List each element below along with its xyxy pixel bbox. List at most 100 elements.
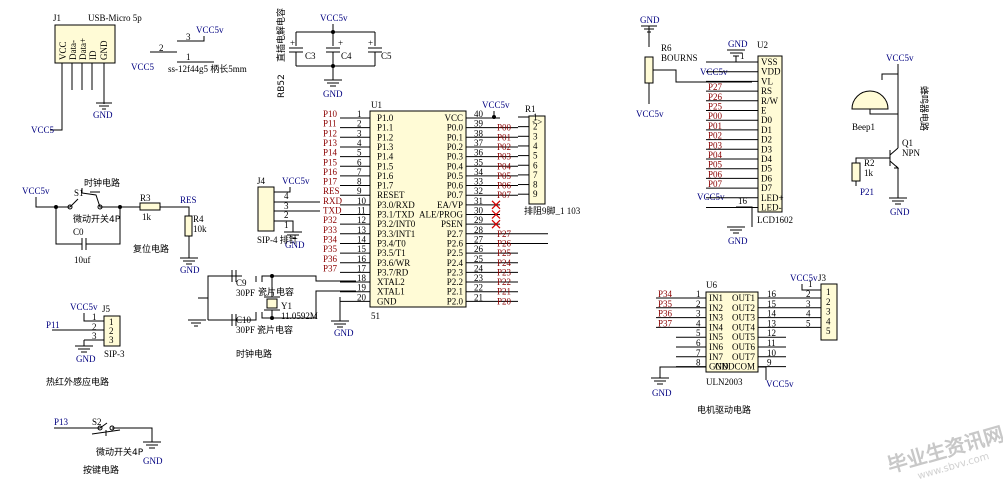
u1-pin-name-right: P2.2	[447, 277, 463, 287]
reset-net: RES	[180, 195, 197, 205]
r1-pin-num: 6	[533, 160, 538, 170]
u1-net-right: P00	[497, 123, 512, 133]
u1-vcc: VCC5v	[482, 100, 510, 110]
uln-gnd: GND	[652, 388, 672, 398]
uln-out-name: OUT3	[732, 313, 755, 323]
u1-net-left: P15	[323, 157, 338, 167]
r1-pin-num: 7	[533, 170, 538, 180]
u1-pin-num-left: 18	[357, 273, 367, 283]
u1-body	[369, 110, 467, 308]
lcd-vcc-led: VCC5v	[697, 192, 725, 202]
u1-pin-num-right: 31	[474, 196, 483, 206]
ir-sensor: VCC5v J5 P11 1 2 3 1 2 3 GND SIP-3 热红外感应…	[46, 302, 125, 388]
u1-pin-name-right: P2.1	[447, 287, 463, 297]
uln-out-num: 10	[767, 348, 777, 358]
u1-pin-name-left: P3.4/T0	[377, 238, 406, 248]
u1-net-left: TXD	[323, 206, 342, 216]
lcd-pin-name: D1	[761, 125, 772, 135]
j4-pin2-num: 2	[284, 210, 289, 220]
uln-out-num: 13	[767, 318, 777, 328]
r1-pin-num: 8	[533, 180, 538, 190]
y1-ref: Y1	[281, 301, 292, 311]
u1-gnd: GND	[334, 328, 354, 338]
r1-pin-num: 5	[533, 151, 538, 161]
u1-net-right: P04	[497, 161, 512, 171]
j5-pin2: 2	[92, 322, 97, 332]
u1-net-left: P10	[323, 109, 338, 119]
lcd-pin-name: VSS	[761, 57, 778, 67]
j5-inner2: 2	[109, 326, 114, 336]
uln-out-name: OUT5	[732, 332, 755, 342]
j3-ref: J3	[818, 273, 827, 283]
uln-in-name: IN6	[709, 342, 723, 352]
lcd-pin-name: D2	[761, 135, 772, 145]
y1-body	[266, 298, 278, 309]
r3-value: 1k	[142, 212, 152, 222]
u1-pin-num-left: 3	[357, 128, 362, 138]
j1-gnd-label: GND	[93, 110, 113, 120]
r2-ref: R2	[864, 158, 875, 168]
u1-net-left: P16	[323, 167, 338, 177]
lcd-pin-name: E	[761, 106, 767, 116]
r3-ref: R3	[140, 193, 151, 203]
u1-pin-name-left: P3.0/RXD	[377, 200, 415, 210]
caps-ref-side: RB52	[277, 74, 287, 98]
lcd-gnd-u2: GND	[728, 39, 748, 49]
u1-pin-name-right: P2.0	[447, 296, 464, 306]
uln-in-num: 3	[696, 309, 701, 319]
buzzer-circuit: VCC5v Beep1 蜂鸣器电路 Q1 NPN R2 1k P21 GND	[851, 53, 930, 217]
reset-circuit: 时钟电路 VCC5v S1 微动开关4P R3 1k RES R4 10k GN…	[22, 177, 207, 275]
lcd-pin-net: P01	[708, 121, 722, 131]
u1-pin-num-right: 24	[474, 263, 484, 273]
ir-vcc: VCC5v	[70, 302, 98, 312]
u1-pin-name-right: P0.5	[447, 171, 464, 181]
lcd-pin-name: RS	[761, 86, 772, 96]
u1-pin-name-left: P3.7/RD	[377, 267, 409, 277]
caps-title: 直插电解电容	[275, 8, 287, 62]
uln-in-num: 6	[696, 338, 701, 348]
u1-num: 51	[371, 311, 380, 321]
u1-net-right: P23	[497, 267, 512, 277]
c10-ref: C10	[236, 315, 252, 325]
ir-gnd: GND	[76, 354, 96, 364]
u1-pin-name-left: P3.6/WR	[377, 258, 410, 268]
uln-vcc: VCC5v	[766, 379, 794, 389]
y1-value: 11.0592M	[281, 311, 318, 321]
j1-ref: J1	[53, 13, 61, 23]
u1-net-left: RES	[323, 186, 340, 196]
j5-label: SIP-3	[104, 349, 125, 359]
c9-type: 瓷片电容	[258, 286, 294, 298]
u1-pin-num-right: 33	[474, 177, 484, 187]
u1-pin-name-left: XTAL2	[377, 277, 405, 287]
uln-net-label: P34	[658, 289, 673, 299]
uln2003-driver: U6 ULN2003 VCC5v J3 1 VCC5v GND 电机驱动电路 1…	[651, 273, 838, 416]
uln-in-num: 2	[696, 299, 701, 309]
j1-body	[54, 24, 116, 64]
j3-inner-num: 5	[826, 326, 831, 336]
u1-pin-num-left: 7	[357, 167, 362, 177]
sw-vcc-left: VCC5	[131, 62, 155, 72]
u1-pin-num-left: 6	[357, 157, 362, 167]
r4-body	[184, 215, 193, 237]
lcd-pin-name: VL	[761, 76, 773, 86]
uln-out-num: 15	[767, 299, 777, 309]
u1-pin-name-right: P0.6	[447, 181, 464, 191]
uln-out-name: OUT1	[732, 293, 755, 303]
u2-ref: U2	[757, 40, 768, 50]
s2-ref: S2	[92, 417, 102, 427]
lcd-pin-net: P26	[708, 92, 723, 102]
lcd-vcc-left: VCC5v	[636, 109, 664, 119]
u1-pin-num-left: 14	[357, 234, 367, 244]
u1-net-right: P05	[497, 171, 512, 181]
u6-label: ULN2003	[706, 377, 743, 387]
lcd-pin-name: R/W	[761, 96, 779, 106]
u1-net-left: P11	[323, 119, 337, 129]
lcd-pin-net: P27	[708, 82, 723, 92]
u1-pin-name-right: ALE/PROG	[419, 210, 464, 220]
u1-net-left: P14	[323, 148, 338, 158]
u1-pin-name-right: VCC	[444, 113, 463, 123]
j1-value: USB-Micro 5p	[88, 13, 142, 23]
u1-pin-name-right: P2.4	[447, 258, 464, 268]
j3-pin-num: 4	[806, 309, 811, 319]
